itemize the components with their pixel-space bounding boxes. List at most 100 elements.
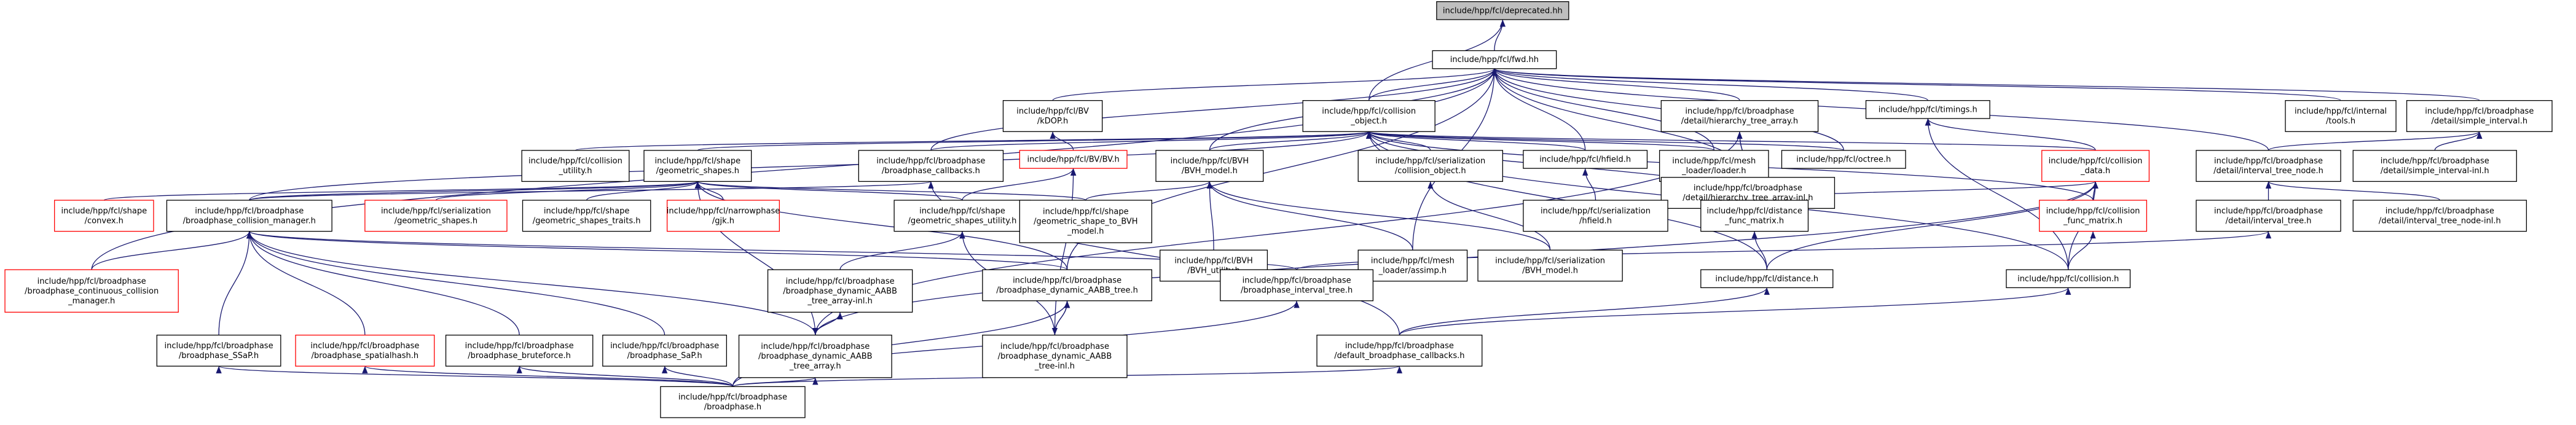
- node-broadphase[interactable]: include/hpp/fcl/broadphase/broadphase.h: [660, 386, 806, 418]
- node-spatialhash[interactable]: include/hpp/fcl/broadphase/broadphase_sp…: [295, 334, 435, 367]
- node-dynamic-aabb-tree-array[interactable]: include/hpp/fcl/broadphase/broadphase_dy…: [738, 334, 892, 378]
- edge-fwd-to-broadphase-callbacks: [930, 68, 1498, 150]
- edge-collision-data-to-distance: [1766, 181, 2099, 270]
- node-label: /broadphase_bruteforce.h: [468, 351, 571, 361]
- node-mesh-loader[interactable]: include/hpp/fcl/mesh_loader/loader.h: [1659, 150, 1769, 182]
- edge-geometric-shapes-to-geometric-shape-to-bvh: [695, 181, 1086, 201]
- node-label: /convex.h: [85, 216, 124, 225]
- node-interval-tree-node-inl[interactable]: include/hpp/fcl/broadphase/detail/interv…: [2352, 200, 2527, 232]
- node-box: [1700, 200, 1809, 232]
- node-geometric-shapes[interactable]: include/hpp/fcl/shape/geometric_shapes.h: [643, 150, 752, 182]
- node-dynamic-aabb-tree-inl[interactable]: include/hpp/fcl/broadphase/broadphase_dy…: [982, 334, 1128, 378]
- node-label: include/hpp/fcl/collision.h: [2017, 275, 2119, 284]
- node-timings[interactable]: include/hpp/fcl/timings.h: [1865, 100, 1990, 119]
- node-collision-utility[interactable]: include/hpp/fcl/collision_utility.h: [521, 150, 630, 182]
- node-shape-convex[interactable]: include/hpp/fcl/shape/convex.h: [54, 200, 154, 232]
- node-sap[interactable]: include/hpp/fcl/broadphase/broadphase_Sa…: [602, 334, 728, 367]
- node-label: include/hpp/fcl/broadphase: [610, 341, 719, 351]
- edge-broadphase-collision-manager-to-ssap: [218, 231, 253, 335]
- node-distance[interactable]: include/hpp/fcl/distance.h: [1700, 269, 1834, 289]
- node-ser-collision-object[interactable]: include/hpp/fcl/serialization/collision_…: [1357, 150, 1503, 182]
- node-continuous-collision-manager[interactable]: include/hpp/fcl/broadphase/broadphase_co…: [4, 269, 179, 313]
- node-label: include/hpp/fcl/BV: [1016, 107, 1089, 116]
- node-bruteforce[interactable]: include/hpp/fcl/broadphase/broadphase_br…: [445, 334, 594, 367]
- node-box: [1002, 100, 1103, 132]
- node-label: include/hpp/fcl/broadphase: [310, 341, 419, 351]
- node-label: include/hpp/fcl/serialization: [1495, 257, 1605, 266]
- node-label: include/hpp/fcl/BVH: [1171, 157, 1249, 166]
- node-label: include/hpp/fcl/broadphase: [465, 341, 574, 351]
- node-ser-bvh-model[interactable]: include/hpp/fcl/serialization/BVH_model.…: [1477, 249, 1623, 282]
- node-collision-object[interactable]: include/hpp/fcl/collision_object.h: [1302, 100, 1435, 132]
- node-default-callbacks[interactable]: include/hpp/fcl/broadphase/default_broad…: [1316, 334, 1483, 367]
- node-box: [1019, 150, 1128, 169]
- node-label: include/hpp/fcl/mesh: [1371, 257, 1455, 266]
- node-ser-geometric-shapes[interactable]: include/hpp/fcl/serialization/geometric_…: [364, 200, 508, 232]
- node-interval-tree-node[interactable]: include/hpp/fcl/broadphase/detail/interv…: [2196, 150, 2341, 182]
- edge-fwd-to-mesh-loader: [1491, 68, 1714, 150]
- node-label: include/hpp/fcl/shape: [655, 157, 741, 166]
- node-bv-kdop[interactable]: include/hpp/fcl/BV/kDOP.h: [1002, 100, 1103, 132]
- node-distance-func-matrix[interactable]: include/hpp/fcl/distance_func_matrix.h: [1700, 200, 1809, 232]
- node-label: /geometric_shapes.h: [395, 216, 477, 225]
- node-label: include/hpp/fcl/broadphase: [876, 157, 985, 166]
- node-interval-tree[interactable]: include/hpp/fcl/broadphase/detail/interv…: [2196, 200, 2341, 232]
- node-interval-tree-bp[interactable]: include/hpp/fcl/broadphase/broadphase_in…: [1220, 269, 1374, 302]
- edge-dynamic-aabb-tree-array-to-broadphase: [732, 377, 819, 388]
- node-label: include/hpp/fcl/serialization: [1375, 157, 1485, 166]
- node-label: include/hpp/fcl/timings.h: [1879, 105, 1977, 114]
- node-label: include/hpp/fcl/broadphase: [2381, 157, 2489, 166]
- edge-bv-bv-to-dynamic-aabb-tree-inl: [1054, 168, 1077, 335]
- node-label: _object.h: [1350, 117, 1387, 126]
- node-hfield[interactable]: include/hpp/fcl/hfield.h: [1523, 150, 1648, 169]
- node-geometric-shapes-utility[interactable]: include/hpp/fcl/shape/geometric_shapes_u…: [893, 200, 1031, 232]
- node-geometric-shape-to-bvh[interactable]: include/hpp/fcl/shape/geometric_shape_to…: [1019, 200, 1152, 243]
- node-broadphase-collision-manager[interactable]: include/hpp/fcl/broadphase/broadphase_co…: [166, 200, 332, 232]
- node-box: [2006, 269, 2131, 289]
- node-dynamic-aabb-tree[interactable]: include/hpp/fcl/broadphase/broadphase_dy…: [982, 269, 1152, 302]
- node-internal-tools[interactable]: include/hpp/fcl/internal/tools.h: [2285, 100, 2397, 132]
- node-bv-bv[interactable]: include/hpp/fcl/BV/BV.h: [1019, 150, 1128, 169]
- node-box: [521, 150, 630, 182]
- node-collision-func-matrix[interactable]: include/hpp/fcl/collision_func_matrix.h: [2039, 200, 2147, 232]
- edge-collision-object-to-octree: [1366, 131, 1844, 151]
- edge-broadphase-collision-manager-to-bruteforce: [246, 231, 520, 335]
- node-label: include/hpp/fcl/broadphase: [1243, 276, 1351, 285]
- node-box: [2285, 100, 2397, 132]
- node-box: [1700, 269, 1834, 289]
- node-box: [1357, 249, 1468, 282]
- node-label: /geometric_shapes_utility.h: [908, 216, 1016, 225]
- node-ser-hfield[interactable]: include/hpp/fcl/serialization/hfield.h: [1523, 200, 1668, 232]
- node-box: [1220, 269, 1374, 302]
- node-narrowphase-gjk[interactable]: include/hpp/fcl/narrowphase/gjk.h: [667, 200, 780, 232]
- node-octree[interactable]: include/hpp/fcl/octree.h: [1781, 150, 1906, 169]
- node-simple-interval[interactable]: include/hpp/fcl/broadphase/detail/simple…: [2406, 100, 2553, 132]
- node-broadphase-callbacks[interactable]: include/hpp/fcl/broadphase/broadphase_ca…: [858, 150, 1004, 182]
- edge-geometric-shapes-to-shape-convex: [103, 181, 701, 201]
- node-hierarchy-tree-array[interactable]: include/hpp/fcl/broadphase/detail/hierar…: [1660, 100, 1819, 132]
- node-label: include/hpp/fcl/broadphase: [786, 277, 895, 286]
- node-label: _loader/loader.h: [1681, 166, 1746, 176]
- node-collision[interactable]: include/hpp/fcl/collision.h: [2006, 269, 2131, 289]
- node-bvh-model[interactable]: include/hpp/fcl/BVH/BVH_model.h: [1155, 150, 1264, 182]
- node-box: [1659, 150, 1769, 182]
- edge-fwd-to-continuous-collision-manager: [91, 68, 1498, 270]
- node-ssap[interactable]: include/hpp/fcl/broadphase/broadphase_SS…: [156, 334, 281, 367]
- node-label: include/hpp/fcl/collision: [1322, 107, 1416, 116]
- node-deprecated[interactable]: include/hpp/fcl/deprecated.hh: [1436, 1, 1569, 20]
- node-simple-interval-inl[interactable]: include/hpp/fcl/broadphase/detail/simple…: [2352, 150, 2517, 182]
- edge-broadphase-collision-manager-to-spatialhash: [246, 231, 366, 335]
- node-label: _utility.h: [558, 166, 592, 176]
- node-dynamic-aabb-tree-array-inl[interactable]: include/hpp/fcl/broadphase/broadphase_dy…: [767, 269, 913, 313]
- node-label: include/hpp/fcl/serialization: [381, 206, 491, 216]
- node-label: /detail/simple_interval-inl.h: [2381, 166, 2489, 176]
- node-label: /geometric_shape_to_BVH: [1034, 217, 1137, 227]
- node-label: /gjk.h: [712, 216, 734, 225]
- node-fwd[interactable]: include/hpp/fcl/fwd.hh: [1432, 50, 1557, 69]
- node-collision-data[interactable]: include/hpp/fcl/collision_data.h: [2041, 150, 2150, 182]
- node-assimp[interactable]: include/hpp/fcl/mesh_loader/assimp.h: [1357, 249, 1468, 282]
- node-label: include/hpp/fcl/shape: [1043, 208, 1129, 217]
- node-geometric-shapes-traits[interactable]: include/hpp/fcl/shape/geometric_shapes_t…: [522, 200, 651, 232]
- node-label: include/hpp/fcl/BVH: [1174, 257, 1253, 266]
- node-box: [1523, 150, 1648, 169]
